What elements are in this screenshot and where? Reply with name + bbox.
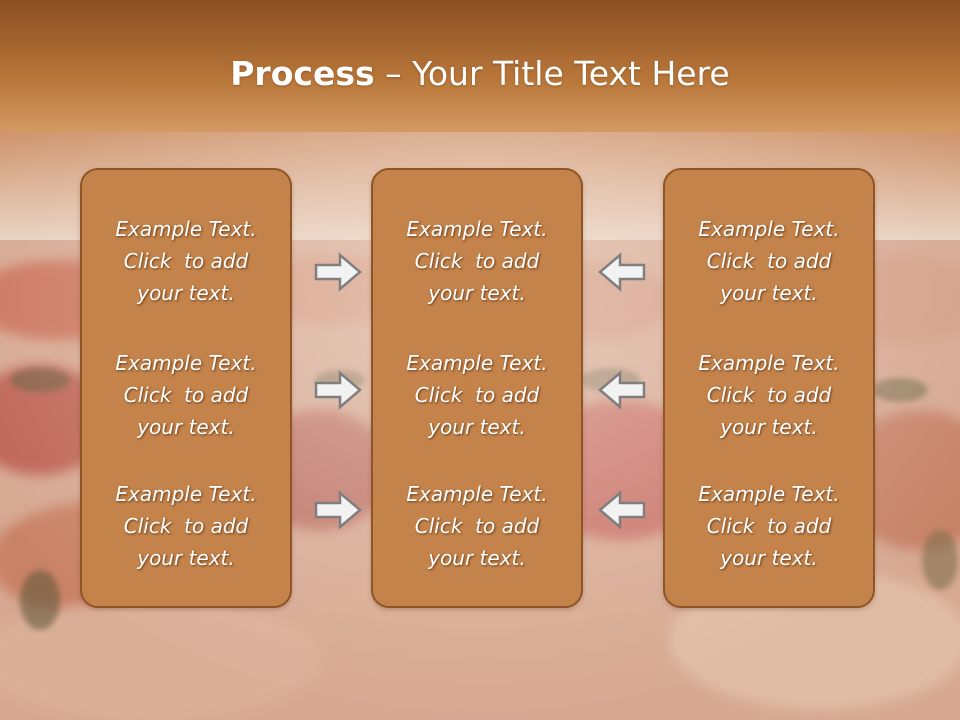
panel-text[interactable]: Example Text. Click to add your text. <box>406 217 548 305</box>
panel-text[interactable]: Example Text. Click to add your text. <box>406 482 548 570</box>
panel-text[interactable]: Example Text. Click to add your text. <box>115 482 257 570</box>
process-panel-right[interactable]: Example Text. Click to add your text. Ex… <box>663 168 875 608</box>
panel-text[interactable]: Example Text. Click to add your text. <box>115 217 257 305</box>
right-arrow-icon <box>314 490 362 530</box>
panel-text[interactable]: Example Text. Click to add your text. <box>406 351 548 439</box>
title-bold: Process <box>230 54 375 93</box>
right-arrow-icon <box>314 252 362 292</box>
process-panel-left[interactable]: Example Text. Click to add your text. Ex… <box>80 168 292 608</box>
left-arrow-icon <box>598 252 646 292</box>
panel-text[interactable]: Example Text. Click to add your text. <box>698 482 840 570</box>
panel-text[interactable]: Example Text. Click to add your text. <box>698 351 840 439</box>
title-rest: – Your Title Text Here <box>374 54 730 93</box>
left-arrow-icon <box>598 370 646 410</box>
right-arrow-icon <box>314 370 362 410</box>
left-arrow-icon <box>598 490 646 530</box>
panel-text[interactable]: Example Text. Click to add your text. <box>115 351 257 439</box>
slide-title[interactable]: Process – Your Title Text Here <box>0 52 960 96</box>
process-panel-center[interactable]: Example Text. Click to add your text. Ex… <box>371 168 583 608</box>
panel-text[interactable]: Example Text. Click to add your text. <box>698 217 840 305</box>
